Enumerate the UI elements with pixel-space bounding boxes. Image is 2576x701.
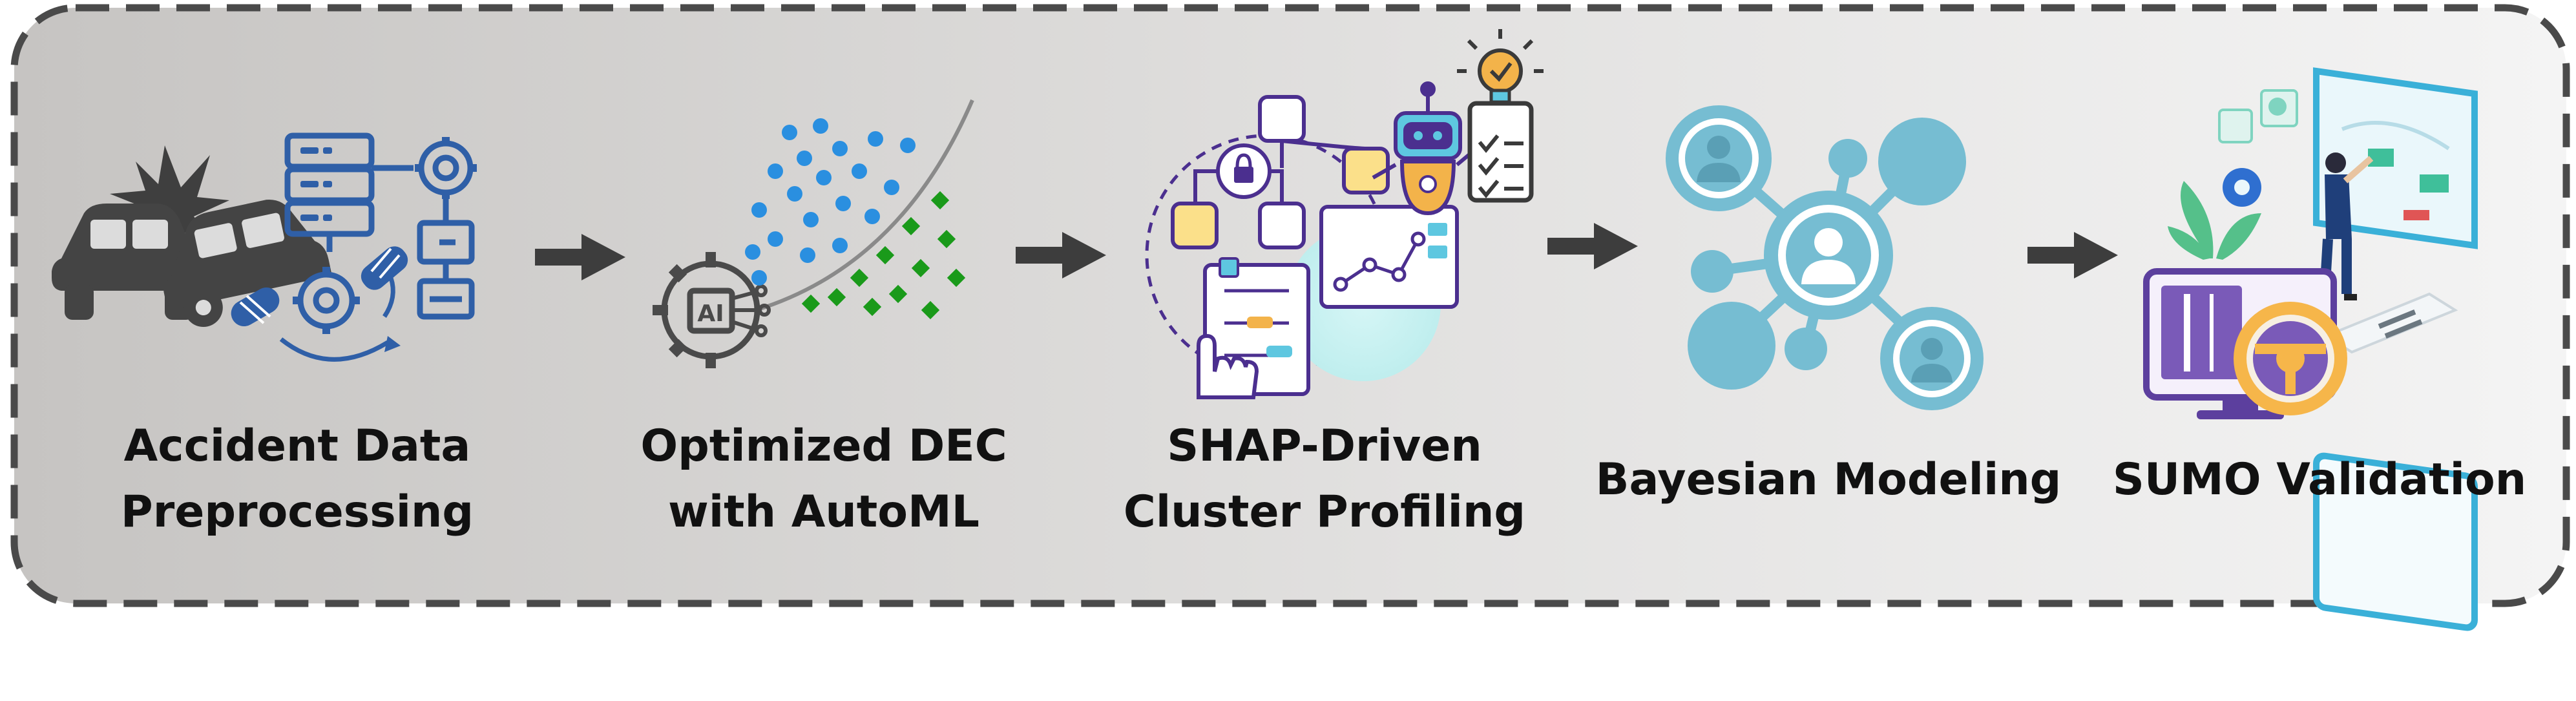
step-label-line: with AutoML — [668, 487, 979, 538]
step-label-line: Optimized DEC — [640, 421, 1007, 472]
car-crash-database-icon — [52, 132, 477, 362]
driving-simulator-icon — [2143, 67, 2478, 631]
arrow-2-to-3 — [1016, 232, 1106, 278]
arrow-1-to-2 — [535, 234, 625, 280]
step-label-sumo: SUMO Validation — [2093, 447, 2546, 513]
arrow-4-to-5 — [2027, 232, 2118, 278]
svg-text:AI: AI — [697, 300, 724, 327]
flow-arrows — [535, 223, 2118, 280]
ai-chip-clustering-icon: AI — [653, 99, 974, 368]
step-label-line: Bayesian Modeling — [1595, 454, 2062, 505]
step-label-bayesian: Bayesian Modeling — [1576, 447, 2080, 513]
step-label-line: SUMO Validation — [2112, 454, 2527, 505]
arrow-3-to-4 — [1547, 223, 1638, 269]
step-label-line: SHAP-Driven — [1167, 421, 1482, 472]
step-label-line: Cluster Profiling — [1123, 487, 1526, 538]
step-label-preprocessing: Accident Data Preprocessing — [87, 413, 507, 545]
robot-flowchart-profiling-icon — [1145, 29, 1544, 399]
step-label-line: Accident Data — [123, 421, 471, 472]
user-network-icon — [1666, 105, 1984, 410]
step-label-line: Preprocessing — [120, 487, 474, 538]
step-label-dec: Optimized DEC with AutoML — [617, 413, 1031, 545]
step-label-shap: SHAP-Driven Cluster Profiling — [1098, 413, 1551, 545]
